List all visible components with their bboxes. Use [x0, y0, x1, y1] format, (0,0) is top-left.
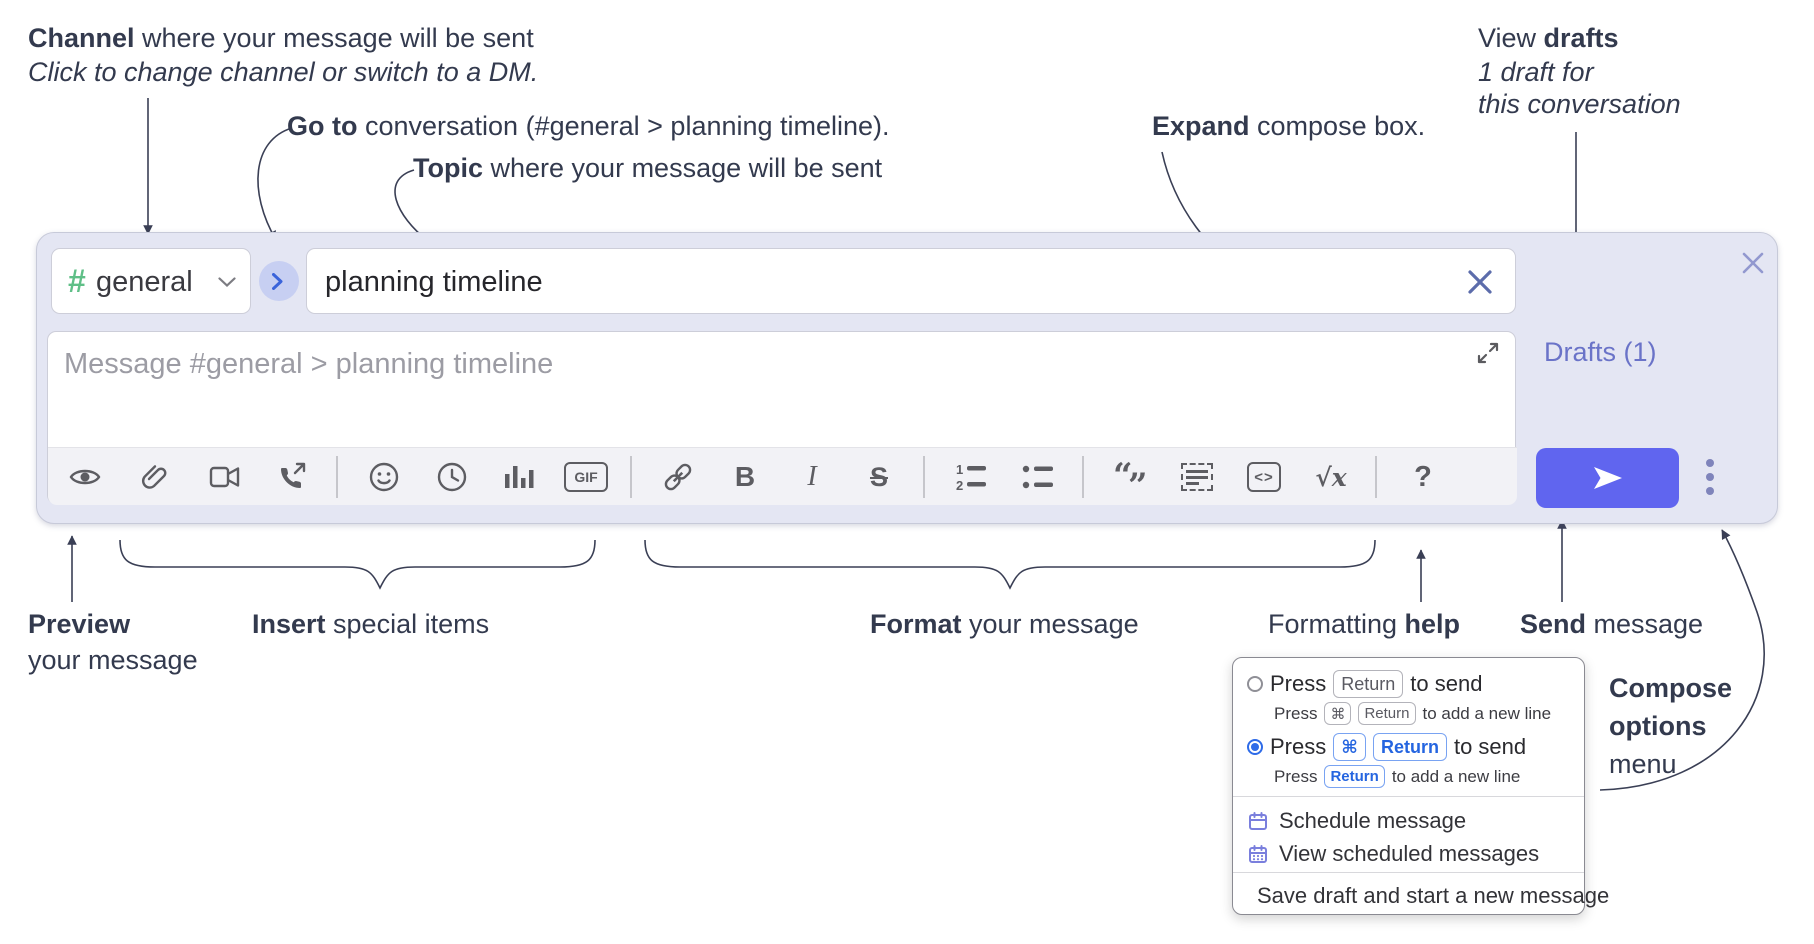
annotation-formatting-help: Formatting help — [1268, 609, 1461, 639]
chevron-down-icon — [218, 277, 236, 288]
math-icon[interactable]: √x — [1315, 462, 1347, 492]
annotation-expand: Expand compose box. — [1152, 111, 1426, 141]
connector-goto — [257, 127, 293, 241]
send-plane-icon — [1593, 467, 1622, 489]
compose-options-popup: Press Return to send Press ⌘ Return to a… — [1232, 657, 1609, 915]
annotation-channel-line2: Click to change channel or switch to a D… — [28, 57, 539, 87]
message-placeholder: Message #general > planning timeline — [64, 348, 554, 380]
toolbar-divider — [1375, 456, 1377, 498]
annotation-drafts-line2: 1 draft for — [1478, 57, 1594, 87]
annotation-topic: Topic where your message will be sent — [413, 153, 883, 183]
italic-icon[interactable]: I — [807, 461, 817, 492]
attach-paperclip-icon[interactable] — [138, 460, 172, 494]
channel-selector[interactable]: # general — [51, 248, 251, 314]
compose-options-menu-button[interactable] — [1706, 459, 1714, 501]
radio-unselected[interactable] — [1247, 676, 1263, 692]
chevron-right-icon — [272, 273, 283, 290]
gif-icon[interactable]: GIF — [564, 460, 608, 494]
bold-icon[interactable]: B — [734, 461, 756, 492]
schedule-clock-icon[interactable] — [435, 460, 469, 494]
option-cmd-return-to-send[interactable]: Press ⌘ Return to send — [1247, 733, 1526, 761]
bulleted-list-icon[interactable] — [1021, 460, 1055, 494]
video-call-icon[interactable] — [208, 460, 242, 494]
annotation-send-message: Send message — [1520, 609, 1704, 639]
menu-item-schedule-message[interactable]: Schedule message — [1233, 805, 1584, 837]
strikethrough-icon[interactable]: S — [869, 461, 888, 492]
annotation-compose-options-1: Compose — [1609, 673, 1733, 703]
annotation-drafts-line3: this conversation — [1478, 89, 1681, 119]
expand-compose-icon[interactable] — [1475, 340, 1501, 366]
voice-call-icon[interactable] — [275, 460, 309, 494]
annotation-compose-options-3: menu — [1609, 749, 1677, 779]
option-return-subtext: Press ⌘ Return to add a new line — [1274, 702, 1551, 725]
drafts-link[interactable]: Drafts (1) — [1544, 337, 1657, 367]
compose-box: # general planning timeline Message #gen… — [36, 232, 1778, 524]
annotation-format: Format your message — [870, 609, 1139, 639]
option-return-to-send[interactable]: Press Return to send — [1247, 670, 1482, 698]
message-input[interactable]: Message #general > planning timeline — [47, 331, 1517, 506]
annotation-insert: Insert special items — [252, 609, 490, 639]
spoiler-icon[interactable] — [1180, 460, 1214, 494]
numbered-list-icon[interactable]: 1 2 — [954, 460, 988, 494]
toolbar-divider — [630, 456, 632, 498]
menu-item-view-scheduled[interactable]: View scheduled messages — [1233, 838, 1584, 870]
annotation-preview-line2: your message — [28, 645, 198, 675]
annotation-compose-options-2: options — [1609, 711, 1707, 741]
svg-text:2: 2 — [956, 478, 963, 492]
popup-divider — [1233, 796, 1584, 797]
code-icon[interactable]: <> — [1247, 460, 1281, 494]
menu-item-save-draft[interactable]: Save draft and start a new message — [1233, 880, 1609, 912]
topic-value: planning timeline — [325, 266, 543, 298]
preview-eye-icon[interactable] — [68, 460, 102, 494]
svg-text:1: 1 — [956, 462, 963, 477]
send-button[interactable] — [1536, 448, 1679, 508]
channel-hash-icon: # — [68, 263, 86, 299]
formatting-help-icon[interactable]: ? — [1414, 460, 1432, 493]
annotation-view-drafts: View drafts — [1478, 23, 1619, 53]
topic-input[interactable]: planning timeline — [306, 248, 1516, 314]
channel-name: general — [96, 266, 193, 298]
compose-toolbar: GIF B I S 1 — [48, 447, 1517, 506]
brace-insert — [119, 539, 596, 590]
radio-selected[interactable] — [1247, 739, 1263, 755]
toolbar-divider — [336, 456, 338, 498]
calendar-icon — [1249, 812, 1267, 830]
calendar-grid-icon — [1249, 845, 1267, 863]
clear-topic-icon[interactable] — [1467, 269, 1493, 295]
option-cmd-return-subtext: Press Return to add a new line — [1274, 765, 1520, 788]
poll-bars-icon[interactable] — [502, 460, 536, 494]
link-icon[interactable] — [661, 460, 695, 494]
emoji-smiley-icon[interactable] — [367, 460, 401, 494]
annotation-channel: Channel where your message will be sent — [28, 23, 534, 53]
toolbar-divider — [923, 456, 925, 498]
quote-icon[interactable]: “ ” — [1113, 456, 1148, 506]
go-to-conversation-button[interactable] — [259, 261, 299, 301]
toolbar-divider — [1082, 456, 1084, 498]
annotation-goto: Go to conversation (#general > planning … — [287, 111, 890, 141]
close-compose-icon[interactable] — [1741, 251, 1765, 275]
brace-format — [644, 539, 1376, 590]
annotation-preview: Preview — [28, 609, 131, 639]
popup-divider — [1233, 872, 1584, 873]
